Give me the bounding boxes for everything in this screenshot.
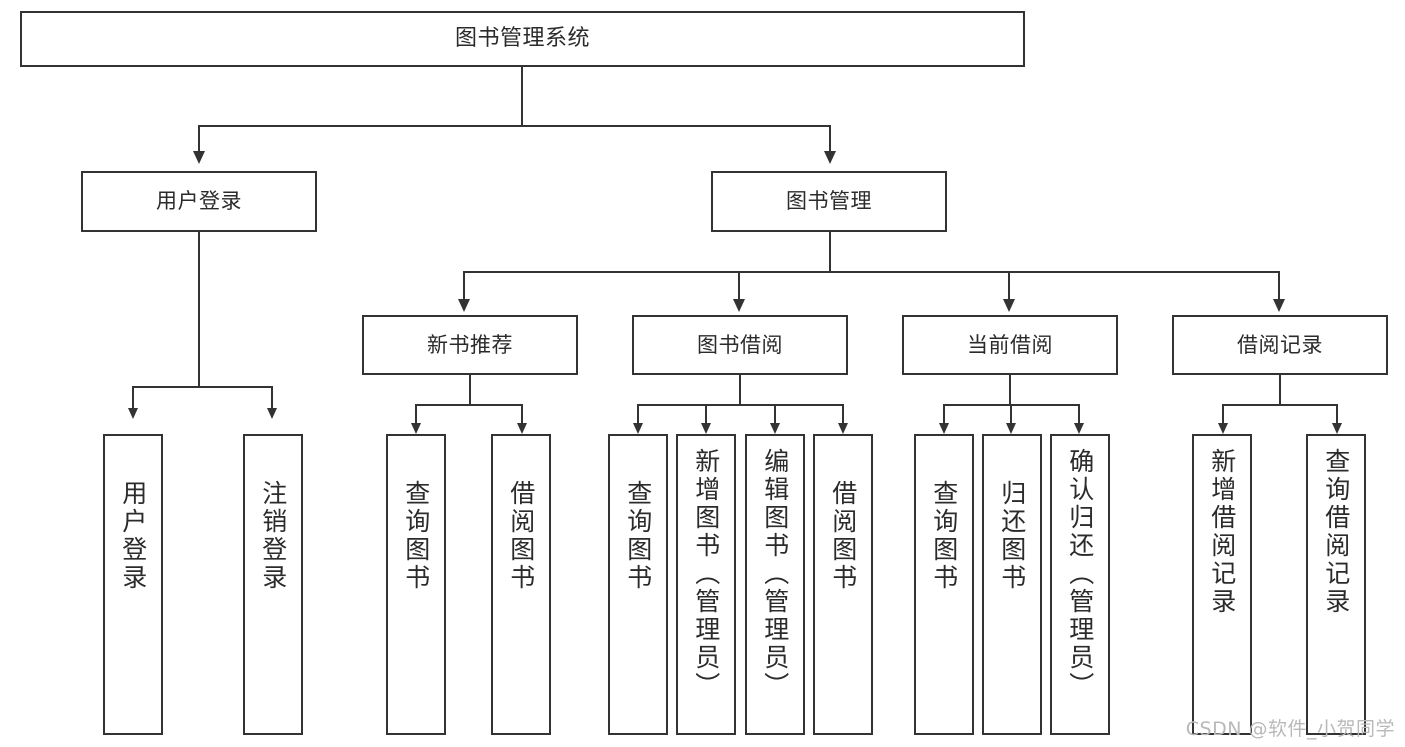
arrow-book-management xyxy=(824,151,836,164)
connector-leg-borrow-record xyxy=(1278,271,1280,299)
leaf-edit-book-admin[interactable]: 编辑图书（管理员） xyxy=(745,434,805,735)
connector-root-bus xyxy=(198,125,830,127)
arrow-book-borrow xyxy=(733,299,745,312)
arrow-br-1 xyxy=(1218,423,1228,434)
leaf-label: 新增图书（管理员） xyxy=(691,448,721,700)
arrow-user-login xyxy=(193,151,205,164)
node-current-borrow[interactable]: 当前借阅 xyxy=(902,315,1118,375)
leaf-return-book[interactable]: 归还图书 xyxy=(982,434,1042,735)
leaf-label: 注销登录 xyxy=(258,480,288,592)
leaf-label: 用户登录 xyxy=(118,480,148,592)
arrow-login-2 xyxy=(267,408,277,419)
arrow-nb-2 xyxy=(517,423,527,434)
leaf-user-login[interactable]: 用户登录 xyxy=(103,434,163,735)
connector-borrow-record-stem xyxy=(1279,375,1281,404)
node-label: 图书管理系统 xyxy=(454,26,590,52)
connector-leg-login-2 xyxy=(271,386,273,408)
node-label: 图书借阅 xyxy=(697,332,783,357)
connector-user-login-stem xyxy=(198,232,200,386)
connector-leg-book-borrow xyxy=(738,271,740,299)
connector-leg-current-borrow xyxy=(1008,271,1010,299)
arrow-bb-3 xyxy=(770,423,780,434)
leaf-label: 新增借阅记录 xyxy=(1207,448,1237,616)
connector-leg-bb-4 xyxy=(842,404,844,423)
leaf-query-book-nb[interactable]: 查询图书 xyxy=(386,434,446,735)
leaf-label: 确认归还（管理员） xyxy=(1065,448,1095,700)
leaf-label: 借阅图书 xyxy=(506,480,536,592)
arrow-cb-3 xyxy=(1074,423,1084,434)
leaf-label: 借阅图书 xyxy=(828,480,858,592)
connector-leg-new-book xyxy=(463,271,465,299)
connector-leg-bb-3 xyxy=(774,404,776,423)
leaf-add-borrow-record[interactable]: 新增借阅记录 xyxy=(1192,434,1252,735)
connector-book-management-stem xyxy=(829,232,831,271)
node-label: 借阅记录 xyxy=(1237,332,1323,357)
arrow-cb-2 xyxy=(1006,423,1016,434)
node-label: 图书管理 xyxy=(786,189,872,214)
connector-book-management-bus xyxy=(463,271,1279,273)
arrow-bb-1 xyxy=(633,423,643,434)
leaf-query-borrow-record[interactable]: 查询借阅记录 xyxy=(1306,434,1366,735)
connector-leg-cb-3 xyxy=(1078,404,1080,423)
connector-book-borrow-bus xyxy=(637,404,843,406)
connector-current-borrow-stem xyxy=(1009,375,1011,404)
node-new-book-recommend[interactable]: 新书推荐 xyxy=(362,315,578,375)
node-book-management[interactable]: 图书管理 xyxy=(711,171,947,232)
connector-root-stem xyxy=(521,67,523,125)
connector-leg-nb-2 xyxy=(521,404,523,423)
leaf-label: 查询图书 xyxy=(929,480,959,592)
arrow-bb-2 xyxy=(701,423,711,434)
connector-leg-cb-1 xyxy=(943,404,945,423)
arrow-cb-1 xyxy=(939,423,949,434)
leaf-borrow-book-bb[interactable]: 借阅图书 xyxy=(813,434,873,735)
connector-leg-user-login xyxy=(198,125,200,151)
node-user-login[interactable]: 用户登录 xyxy=(81,171,317,232)
leaf-label: 归还图书 xyxy=(997,480,1027,592)
leaf-add-book-admin[interactable]: 新增图书（管理员） xyxy=(676,434,736,735)
node-book-management-system[interactable]: 图书管理系统 xyxy=(20,11,1025,67)
connector-user-login-bus xyxy=(132,386,272,388)
leaf-borrow-book-nb[interactable]: 借阅图书 xyxy=(491,434,551,735)
leaf-logout-login[interactable]: 注销登录 xyxy=(243,434,303,735)
arrow-br-2 xyxy=(1332,423,1342,434)
connector-leg-book-management xyxy=(829,125,831,151)
arrow-nb-1 xyxy=(411,423,421,434)
node-book-borrow[interactable]: 图书借阅 xyxy=(632,315,848,375)
connector-leg-bb-1 xyxy=(637,404,639,423)
connector-new-book-stem xyxy=(469,375,471,404)
connector-borrow-record-bus xyxy=(1222,404,1338,406)
leaf-label: 查询图书 xyxy=(401,480,431,592)
leaf-label: 查询借阅记录 xyxy=(1321,448,1351,616)
leaf-confirm-return-admin[interactable]: 确认归还（管理员） xyxy=(1050,434,1110,735)
arrow-current-borrow xyxy=(1003,299,1015,312)
arrow-login-1 xyxy=(128,408,138,419)
node-label: 新书推荐 xyxy=(427,332,513,357)
arrow-borrow-record xyxy=(1273,299,1285,312)
arrow-bb-4 xyxy=(838,423,848,434)
connector-leg-br-2 xyxy=(1336,404,1338,423)
connector-leg-cb-2 xyxy=(1010,404,1012,423)
arrow-new-book xyxy=(458,299,470,312)
connector-leg-bb-2 xyxy=(705,404,707,423)
leaf-label: 查询图书 xyxy=(623,480,653,592)
connector-leg-login-1 xyxy=(132,386,134,408)
node-label: 用户登录 xyxy=(156,189,242,214)
node-borrow-record[interactable]: 借阅记录 xyxy=(1172,315,1388,375)
connector-new-book-bus xyxy=(415,404,523,406)
connector-book-borrow-stem xyxy=(739,375,741,404)
leaf-query-book-bb[interactable]: 查询图书 xyxy=(608,434,668,735)
connector-leg-br-1 xyxy=(1222,404,1224,423)
connector-leg-nb-1 xyxy=(415,404,417,423)
leaf-query-book-cb[interactable]: 查询图书 xyxy=(914,434,974,735)
leaf-label: 编辑图书（管理员） xyxy=(760,448,790,700)
node-label: 当前借阅 xyxy=(967,332,1053,357)
